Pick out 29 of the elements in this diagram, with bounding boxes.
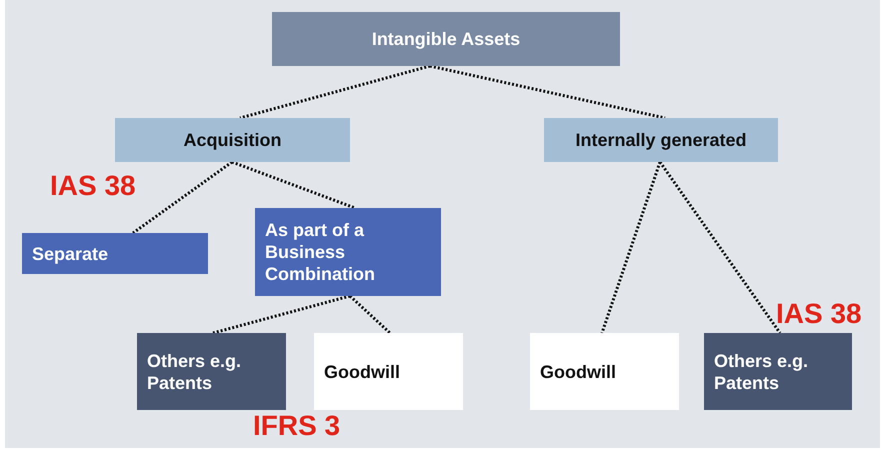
category-box bbox=[115, 118, 350, 162]
dotted-connector bbox=[600, 162, 662, 334]
node-label: Internally generated bbox=[575, 129, 747, 151]
category-box bbox=[544, 118, 778, 162]
node-label: Others e.g. Patents bbox=[147, 350, 242, 394]
node-label: Goodwill bbox=[540, 360, 616, 382]
dotted-connector bbox=[231, 160, 356, 210]
category-box bbox=[704, 333, 852, 410]
dotted-connector bbox=[240, 64, 430, 120]
dotted-connector bbox=[348, 294, 392, 334]
dotted-connector bbox=[132, 160, 233, 234]
node-label: Goodwill bbox=[324, 360, 400, 382]
node-label: As part of a Business Combination bbox=[265, 219, 376, 285]
node-label: Separate bbox=[32, 242, 108, 264]
standard-label: IAS 38 bbox=[50, 170, 136, 202]
node-label: Acquisition bbox=[184, 129, 282, 151]
dotted-connector bbox=[658, 161, 782, 334]
category-box bbox=[22, 233, 208, 274]
dotted-connector bbox=[212, 294, 350, 334]
category-box bbox=[272, 12, 620, 66]
standard-label: IFRS 3 bbox=[253, 410, 340, 442]
category-box bbox=[314, 333, 463, 410]
category-box bbox=[530, 333, 679, 410]
category-box bbox=[255, 208, 441, 296]
category-box bbox=[137, 333, 286, 410]
node-label: Intangible Assets bbox=[372, 28, 520, 50]
dotted-connector bbox=[430, 64, 666, 120]
node-label: Others e.g. Patents bbox=[714, 350, 810, 394]
standard-label: IAS 38 bbox=[776, 298, 862, 330]
